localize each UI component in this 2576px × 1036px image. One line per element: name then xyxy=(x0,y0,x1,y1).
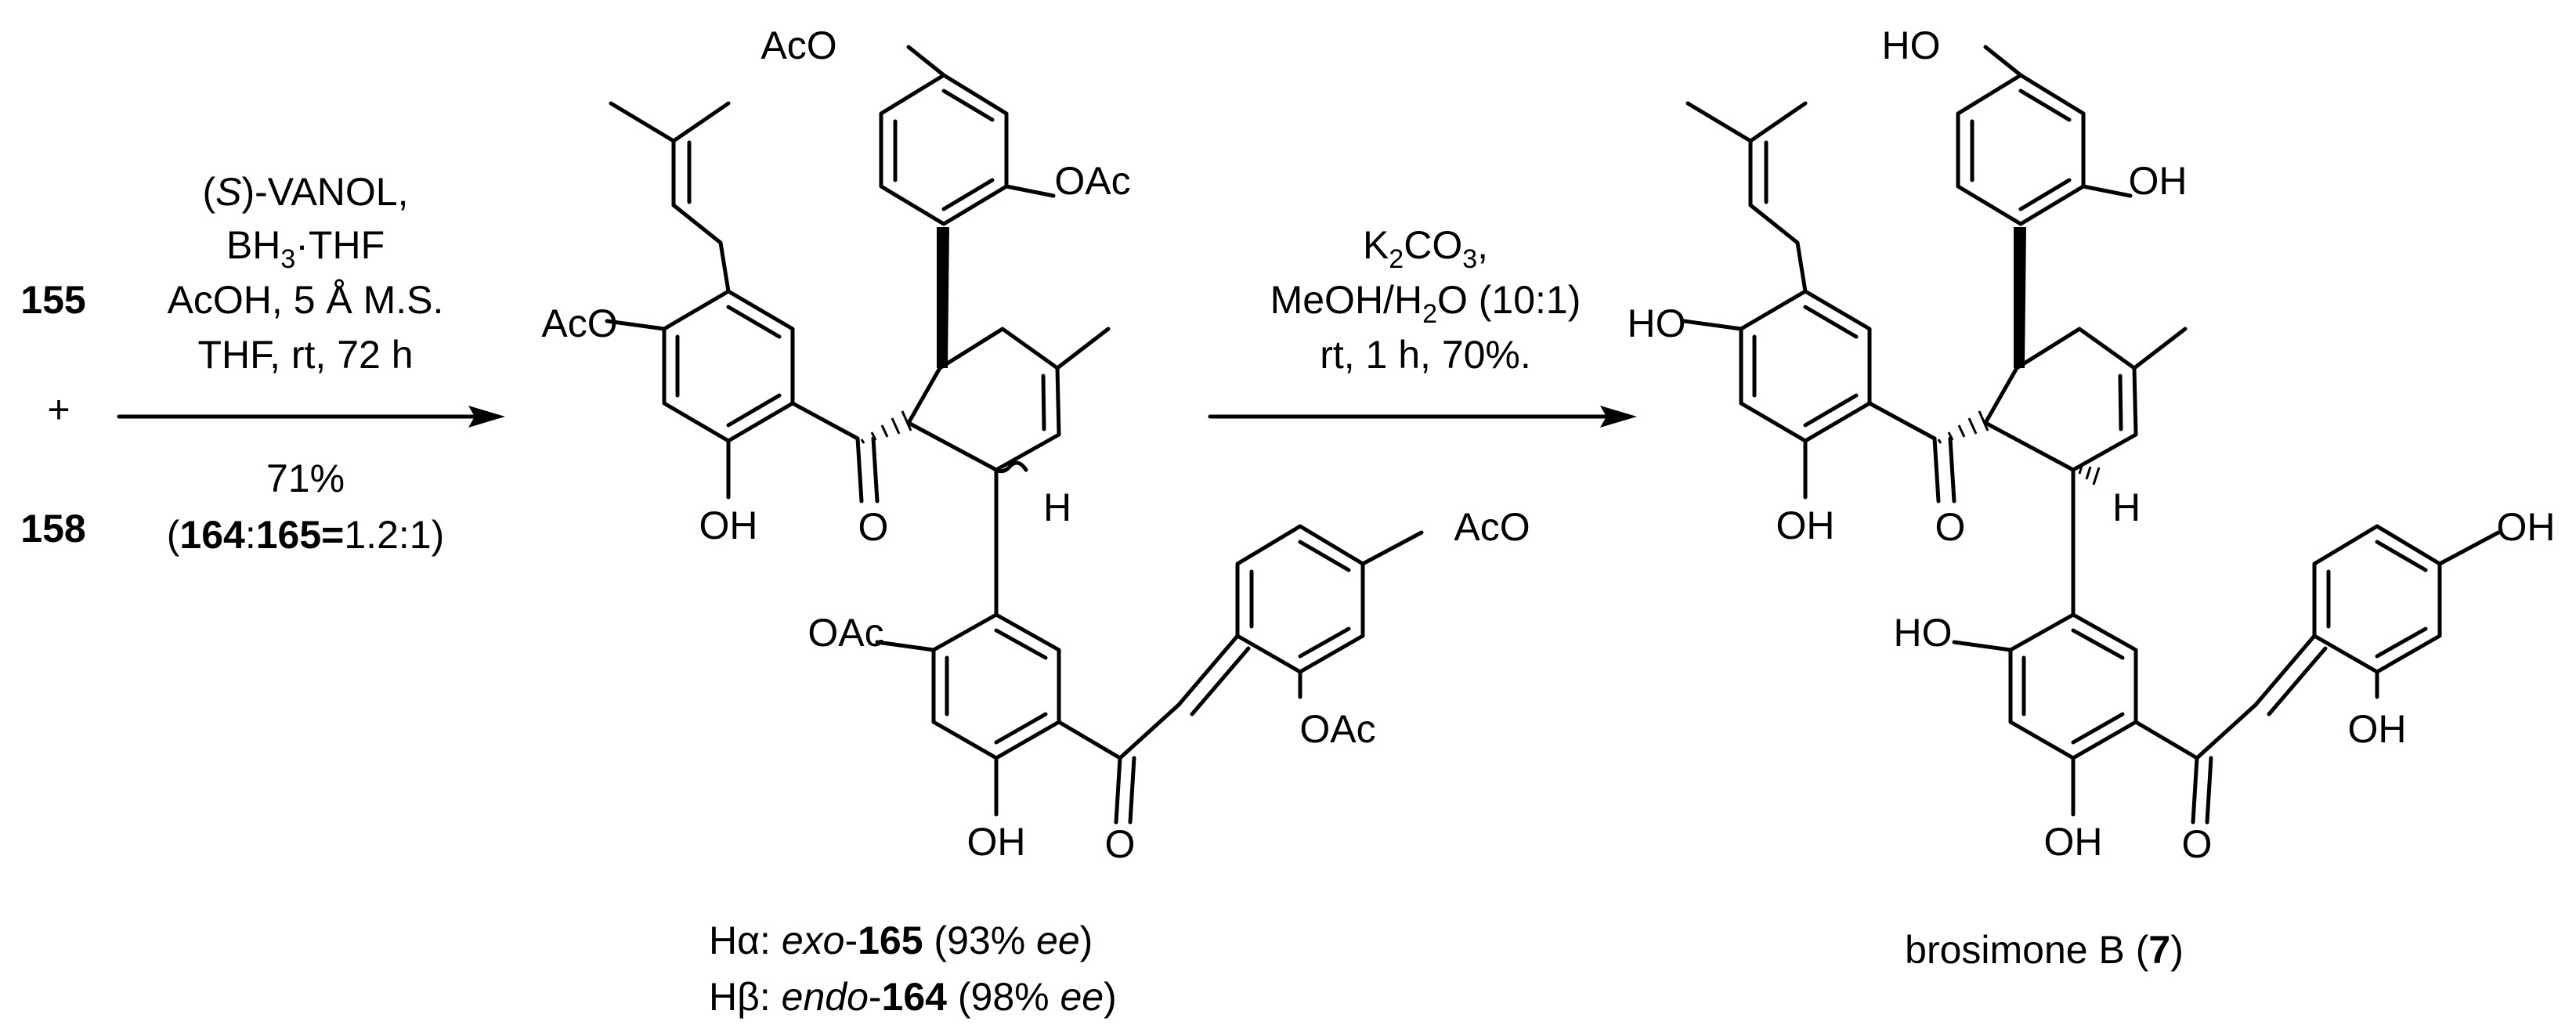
product-ho-left-ring: HO xyxy=(1628,301,1686,345)
product-ketone-o1: O xyxy=(1935,505,1966,549)
intermediate-ketone-o2: O xyxy=(1105,822,1136,866)
hashed-wedge-bond xyxy=(860,410,912,444)
intermediate-oac-lower-right: OAc xyxy=(1299,707,1375,751)
product-hashed-wedge-bond xyxy=(1937,410,1989,444)
step1-ratio: (164:165=1.2:1) xyxy=(167,513,444,557)
reaction-arrow-2 xyxy=(1208,406,1637,428)
intermediate-caption-beta: Hβ: endo-164 (98% ee) xyxy=(709,975,1117,1019)
step2-condition-base: K2CO3, xyxy=(1363,223,1488,274)
plus-sign: + xyxy=(47,388,70,431)
product-oh-left-ring: OH xyxy=(1776,504,1835,547)
intermediate-aco-lower-ring: OAc xyxy=(807,611,883,655)
product-structure xyxy=(1682,45,2501,825)
reactant-158-label: 158 xyxy=(20,507,85,550)
intermediate-structure xyxy=(605,45,1424,825)
intermediate-oac-top: AcO xyxy=(761,23,836,67)
intermediate-h-atom: H xyxy=(1043,486,1071,529)
step1-condition-additives: AcOH, 5 Å M.S. xyxy=(168,278,444,322)
product-bold-wedge-bond xyxy=(2014,227,2026,368)
step1-condition-solvent: THF, rt, 72 h xyxy=(197,333,413,377)
bold-wedge-bond xyxy=(937,227,949,368)
product-oh-lower-right: OH xyxy=(2348,707,2407,751)
intermediate-ketone-o1: O xyxy=(858,505,889,549)
intermediate-oh-left-ring: OH xyxy=(699,504,758,547)
intermediate-oac-upper-ring: OAc xyxy=(1054,159,1130,203)
product-ho-lower-ring: HO xyxy=(1894,611,1953,655)
step2-condition-time-yield: rt, 1 h, 70%. xyxy=(1320,333,1531,377)
product-oh-right-ring: OH xyxy=(2497,505,2556,549)
product-hashed-h-bond xyxy=(2078,465,2101,486)
product-ho-top: HO xyxy=(1882,23,1941,67)
product-ketone-o2: O xyxy=(2182,822,2213,866)
product-h-atom: H xyxy=(2112,486,2141,529)
product-oh-lower-ring: OH xyxy=(2044,820,2103,864)
intermediate-aco-left-ring: AcO xyxy=(541,301,617,345)
step1-condition-borane: BH3·THF xyxy=(226,223,385,274)
intermediate-caption-alpha: Hα: exo-165 (93% ee) xyxy=(709,919,1093,962)
product-caption: brosimone B (7) xyxy=(1905,928,2184,972)
reaction-arrow-1 xyxy=(117,406,505,428)
step1-condition-ligand: (S)-VANOL, xyxy=(202,170,408,214)
intermediate-oh-lower-ring: OH xyxy=(967,820,1026,864)
reactant-155-label: 155 xyxy=(20,278,85,322)
step1-yield: 71% xyxy=(266,457,345,500)
intermediate-oac-right-ring: AcO xyxy=(1454,505,1530,549)
step2-condition-solvent: MeOH/H2O (10:1) xyxy=(1270,278,1581,329)
product-oh-upper-ring: OH xyxy=(2129,159,2188,203)
